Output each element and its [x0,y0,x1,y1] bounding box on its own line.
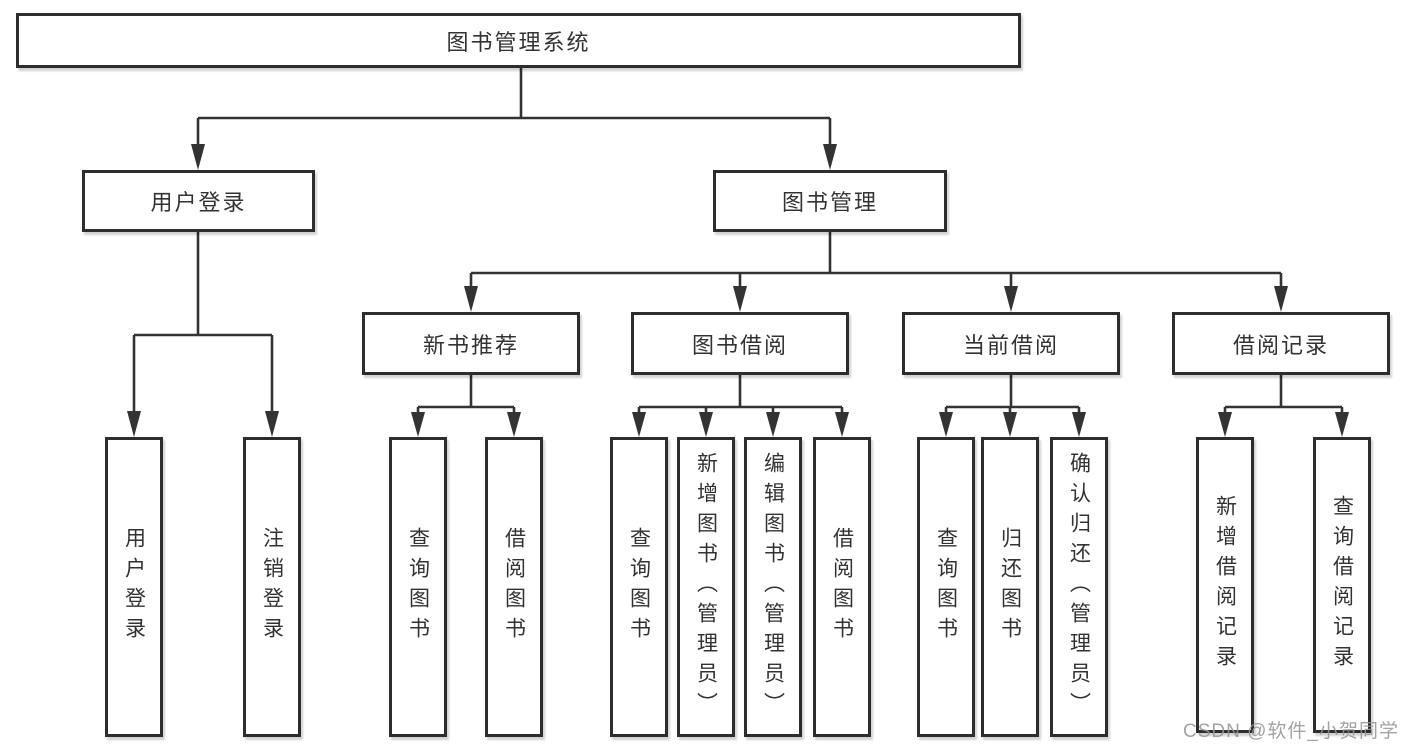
arrowhead [1072,412,1086,437]
node-query-books-current: 查询图书 [917,437,975,737]
node-query-books-borrowing: 查询图书 [610,437,668,737]
node-current-borrowing: 当前借阅 [902,312,1120,375]
node-label: 借阅记录 [1232,332,1329,358]
node-label: 查询图书 [627,527,651,647]
node-label: 编辑图书（管理员） [761,452,785,722]
arrowhead [1003,412,1017,437]
node-label: 图书管理 [781,190,878,215]
node-book-borrowing: 图书借阅 [631,312,849,375]
node-label: 用户登录 [122,527,146,647]
arrowhead [127,411,141,437]
arrowhead [632,412,646,437]
node-label: 当前借阅 [962,332,1059,358]
node-add-borrow-record: 新增借阅记录 [1196,437,1254,733]
arrowhead [939,412,953,437]
arrowhead [411,412,425,437]
arrowhead [265,411,279,437]
node-label: 用户登录 [150,190,247,215]
node-logout: 注销登录 [243,437,301,737]
arrowhead [507,412,521,437]
arrowhead [1274,286,1288,312]
arrowhead [823,144,837,170]
node-borrow-books-borrowing: 借阅图书 [813,437,871,737]
arrowhead [1004,286,1018,312]
arrowhead [766,412,780,437]
node-query-books-recommend: 查询图书 [389,437,447,737]
node-label: 新增图书（管理员） [694,452,718,722]
node-new-book-recommend: 新书推荐 [362,312,580,375]
node-confirm-return-admin: 确认归还（管理员） [1050,437,1108,737]
node-label: 新书推荐 [422,332,519,358]
arrowhead [1335,412,1349,437]
arrowhead [464,286,478,312]
node-label: 借阅图书 [502,527,526,647]
node-label: 借阅图书 [830,527,854,647]
node-book-management: 图书管理 [713,170,947,232]
node-borrow-records: 借阅记录 [1172,312,1390,375]
node-add-books-admin: 新增图书（管理员） [677,437,735,737]
node-label: 图书管理系统 [446,29,591,55]
node-borrow-books-recommend: 借阅图书 [485,437,543,737]
node-label: 图书借阅 [691,332,788,358]
arrowhead [1218,412,1232,437]
node-label: 查询借阅记录 [1330,495,1354,675]
node-return-books: 归还图书 [981,437,1039,737]
node-label: 查询图书 [406,527,430,647]
csdn-watermark: CSDN @软件_小贺同学 [1183,721,1399,742]
node-label: 归还图书 [998,527,1022,647]
arrowhead [835,412,849,437]
node-user-login-action: 用户登录 [105,437,163,737]
arrowhead [733,286,747,312]
node-label: 新增借阅记录 [1213,495,1237,675]
node-label: 注销登录 [260,527,284,647]
node-user-login-group: 用户登录 [82,170,315,232]
node-label: 确认归还（管理员） [1067,452,1091,722]
node-label: 查询图书 [934,527,958,647]
arrowhead [191,144,205,170]
node-query-borrow-record: 查询借阅记录 [1313,437,1371,733]
node-edit-books-admin: 编辑图书（管理员） [744,437,802,737]
arrowhead [699,412,713,437]
node-root-system: 图书管理系统 [16,13,1021,68]
